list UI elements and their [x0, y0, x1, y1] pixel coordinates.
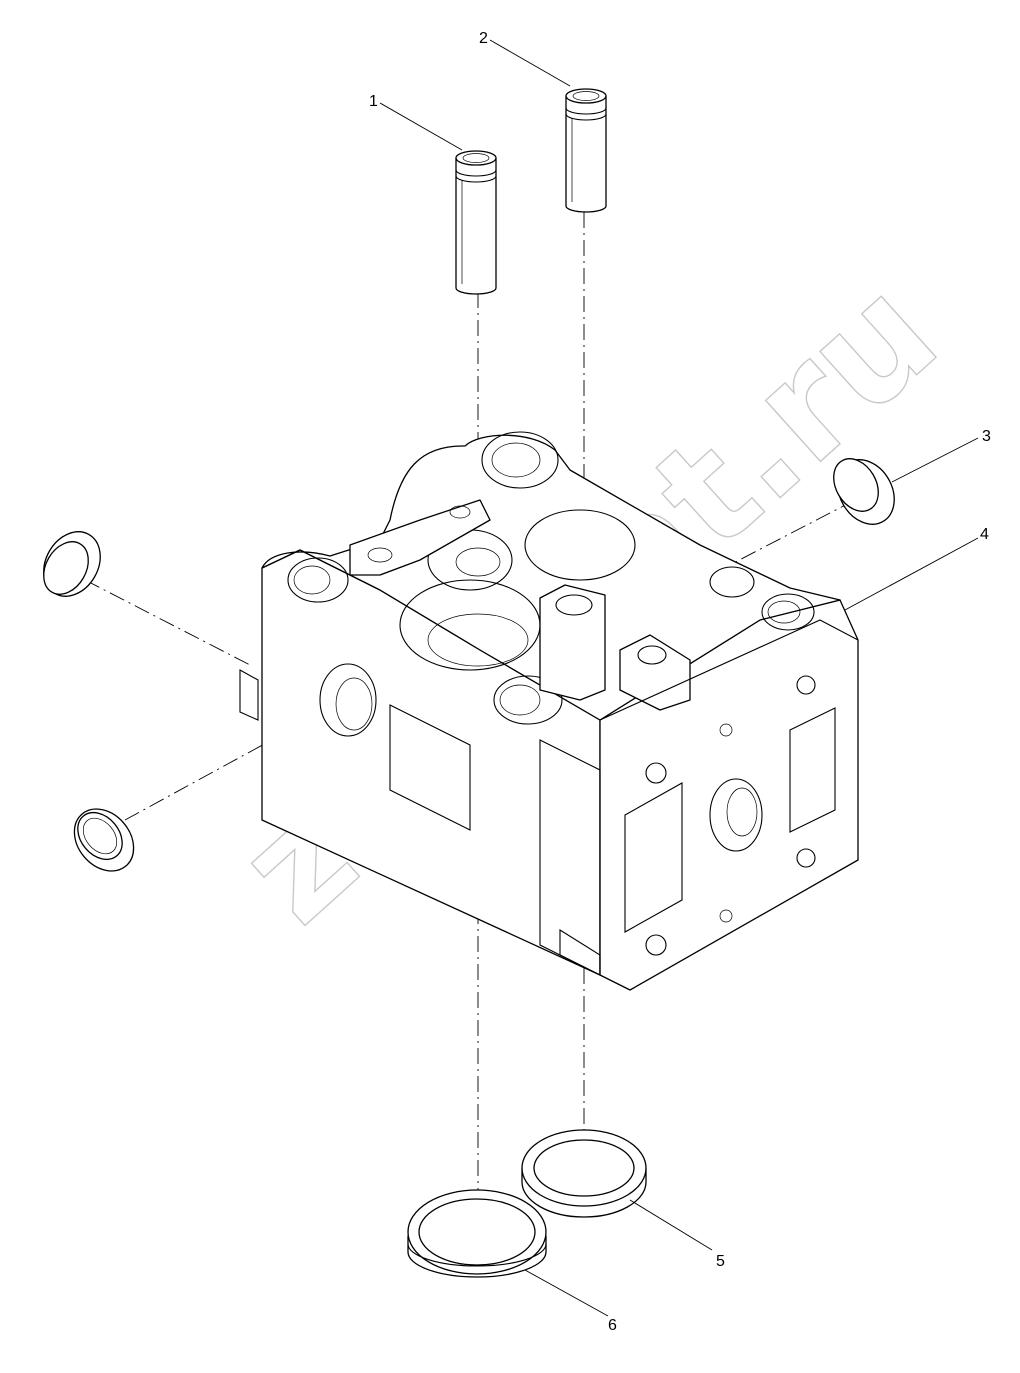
- callout-labels: 1 2 3 4 5 6: [369, 30, 991, 1334]
- callout-5: 5: [716, 1253, 725, 1270]
- cylinder-head: [239, 431, 859, 991]
- sealing-plug-right: [833, 458, 895, 525]
- valve-seat-ring-lower: [407, 1189, 547, 1278]
- callout-4: 4: [980, 526, 989, 543]
- callout-1: 1: [369, 93, 378, 110]
- valve-guide-short: [455, 150, 497, 295]
- callout-6: 6: [608, 1317, 617, 1334]
- sealing-plug-left-top: [43, 531, 101, 597]
- callout-2: 2: [479, 30, 488, 47]
- leader-lines: [379, 39, 979, 1317]
- valve-seat-ring-upper: [521, 1129, 647, 1218]
- callout-3: 3: [982, 428, 991, 445]
- valve-guide-long: [565, 88, 607, 213]
- sealing-plug-left-bottom: [73, 808, 135, 872]
